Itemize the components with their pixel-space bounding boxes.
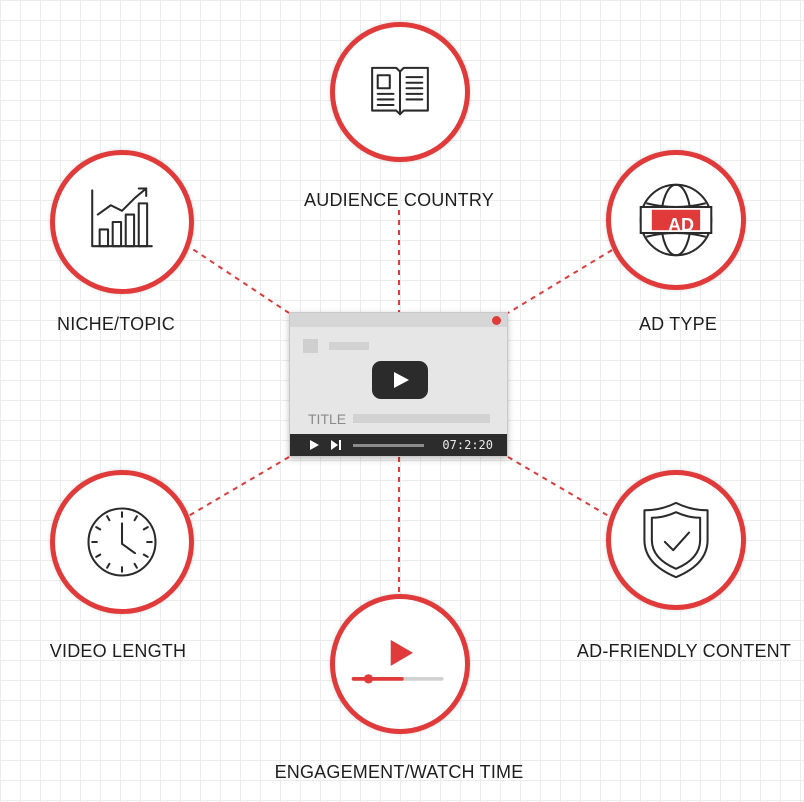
time-display: 07:2:20: [442, 438, 493, 452]
player-titlebar: [290, 313, 507, 327]
connector-ad-friendly: [507, 456, 613, 519]
ad-globe-icon: [639, 183, 713, 257]
ad-type-node[interactable]: AD: [606, 150, 746, 290]
connector-ad-type: [507, 249, 613, 314]
ad-friendly-node[interactable]: [606, 470, 746, 610]
connector-video-length: [184, 456, 290, 519]
skip-next-icon[interactable]: [331, 439, 343, 451]
ad-friendly-label: AD-FRIENDLY CONTENT: [576, 641, 792, 661]
engagement-label: ENGAGEMENT/WATCH TIME: [274, 762, 524, 782]
play-button-icon[interactable]: [372, 361, 428, 399]
video-length-label: VIDEO LENGTH: [49, 641, 187, 661]
player-controls: 07:2:20: [290, 434, 507, 456]
ad-type-label: AD TYPE: [638, 314, 718, 334]
audience-country-label: AUDIENCE COUNTRY: [304, 190, 494, 210]
engagement-node[interactable]: [330, 594, 470, 734]
niche-topic-label: NICHE/TOPIC: [57, 314, 175, 334]
clock-icon: [87, 507, 157, 577]
connector-niche-topic: [184, 243, 290, 314]
channel-thumbnail: [303, 339, 318, 353]
channel-name-placeholder: [329, 342, 369, 350]
record-dot-icon: [492, 316, 501, 325]
growth-chart-icon: [91, 187, 153, 248]
video-length-node[interactable]: [50, 470, 194, 614]
ad-badge-text: AD: [668, 215, 694, 235]
play-control-icon[interactable]: [310, 440, 319, 450]
video-progress-icon: [351, 639, 444, 684]
video-title-label: TITLE: [308, 411, 347, 427]
video-player[interactable]: TITLE 07:2:20: [289, 312, 508, 457]
niche-topic-node[interactable]: [50, 150, 194, 294]
open-book-icon: [371, 66, 429, 116]
progress-bar[interactable]: [353, 444, 424, 447]
video-title-placeholder: [353, 414, 490, 423]
audience-country-node[interactable]: [330, 22, 470, 162]
shield-check-icon: [643, 501, 709, 579]
